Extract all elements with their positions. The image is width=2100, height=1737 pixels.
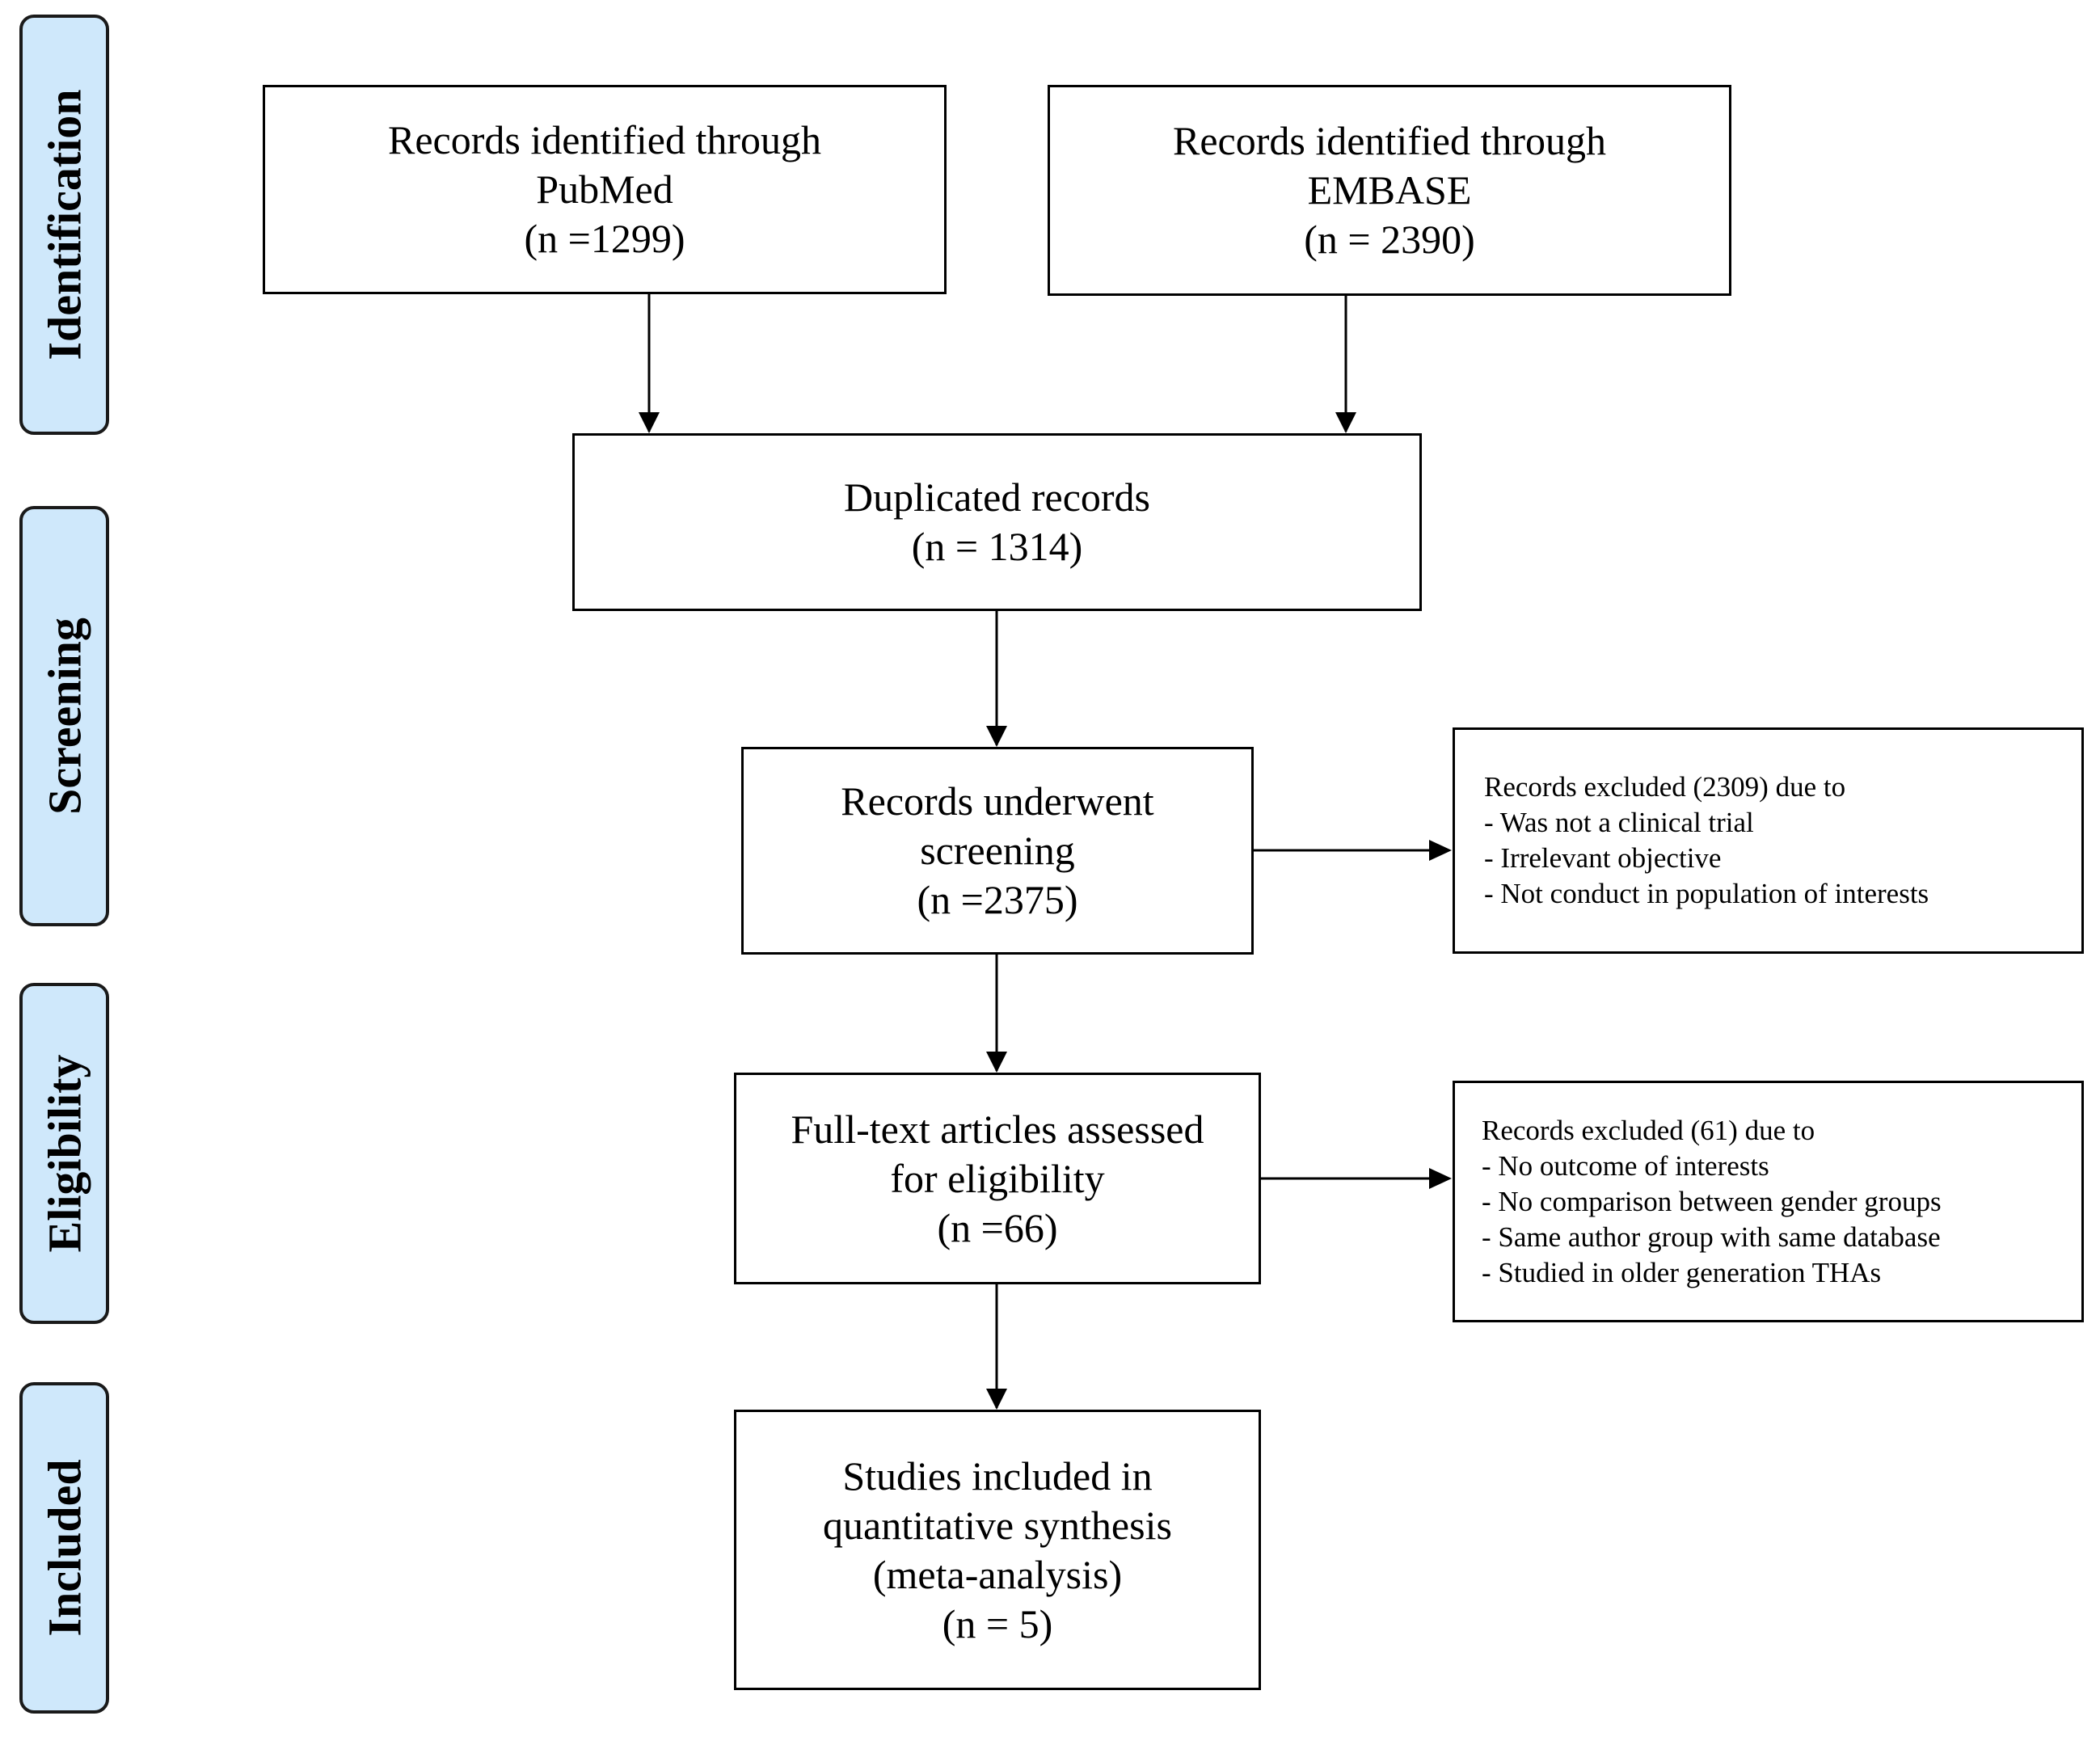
phase-identification: Identification [19,15,109,435]
included-line-2: quantitative synthesis [823,1502,1172,1548]
pubmed-count: (n =1299) [524,216,685,261]
screening-exclusion-box: Records excluded (2309) due to - Was not… [1453,727,2084,954]
screening-line-2: screening [920,828,1075,873]
eligibility-exclusion-box: Records excluded (61) due to - No outcom… [1453,1081,2084,1322]
eligibility-exclusion-item: - Same author group with same database [1482,1221,1941,1253]
screening-exclusion-item: - Irrelevant objective [1484,842,1722,874]
pubmed-line-2: PubMed [536,167,673,212]
eligibility-exclusion-item: - No outcome of interests [1482,1149,1769,1182]
fulltext-count: (n =66) [937,1204,1058,1250]
arrowhead-screening-exclusion [1429,840,1452,861]
screening-count: (n =2375) [917,877,1078,922]
included-line-1: Studies included in [842,1452,1153,1499]
screening-exclusion-item: - Was not a clinical trial [1484,807,1754,838]
eligibility-exclusion-item: - No comparison between gender groups [1482,1185,1942,1217]
eligibility-exclusion-item: - Studied in older generation THAs [1482,1256,1882,1288]
duplicated-line-1: Duplicated records [843,474,1150,520]
duplicated-count: (n = 1314) [911,524,1083,569]
phase-screening: Screening [19,506,109,926]
included-studies-box: Studies included in quantitative synthes… [734,1410,1261,1690]
arrowhead-duplicated [986,726,1007,747]
phase-eligibility: Eligibility [19,983,109,1324]
pubmed-records-box: Records identified through PubMed (n =12… [263,85,947,294]
screening-line-1: Records underwent [841,778,1154,824]
arrowhead-included [986,1389,1007,1410]
fulltext-line-1: Full-text articles assessed [791,1106,1204,1152]
arrowhead-fulltext-exclusion [1429,1168,1452,1189]
included-line-3: (meta-analysis) [872,1551,1123,1597]
embase-records-box: Records identified through EMBASE (n = 2… [1048,85,1731,296]
screening-exclusion-item: - Not conduct in population of interests [1484,878,1929,909]
included-count: (n = 5) [942,1600,1053,1646]
embase-line-2: EMBASE [1307,167,1472,213]
embase-count: (n = 2390) [1304,217,1475,262]
phase-included: Included [19,1382,109,1714]
pubmed-line-1: Records identified through [388,117,821,162]
arrowhead-embase [1335,412,1356,433]
arrowhead-pubmed [639,412,660,433]
fulltext-line-2: for eligibility [890,1155,1105,1201]
screening-exclusion-title: Records excluded (2309) due to [1484,771,1846,803]
screening-box: Records underwent screening (n =2375) [741,747,1254,955]
embase-line-1: Records identified through [1173,118,1606,163]
fulltext-box: Full-text articles assessed for eligibil… [734,1073,1261,1284]
eligibility-exclusion-title: Records excluded (61) due to [1482,1114,1815,1146]
arrowhead-fulltext [986,1052,1007,1073]
duplicated-records-box: Duplicated records (n = 1314) [572,433,1422,611]
